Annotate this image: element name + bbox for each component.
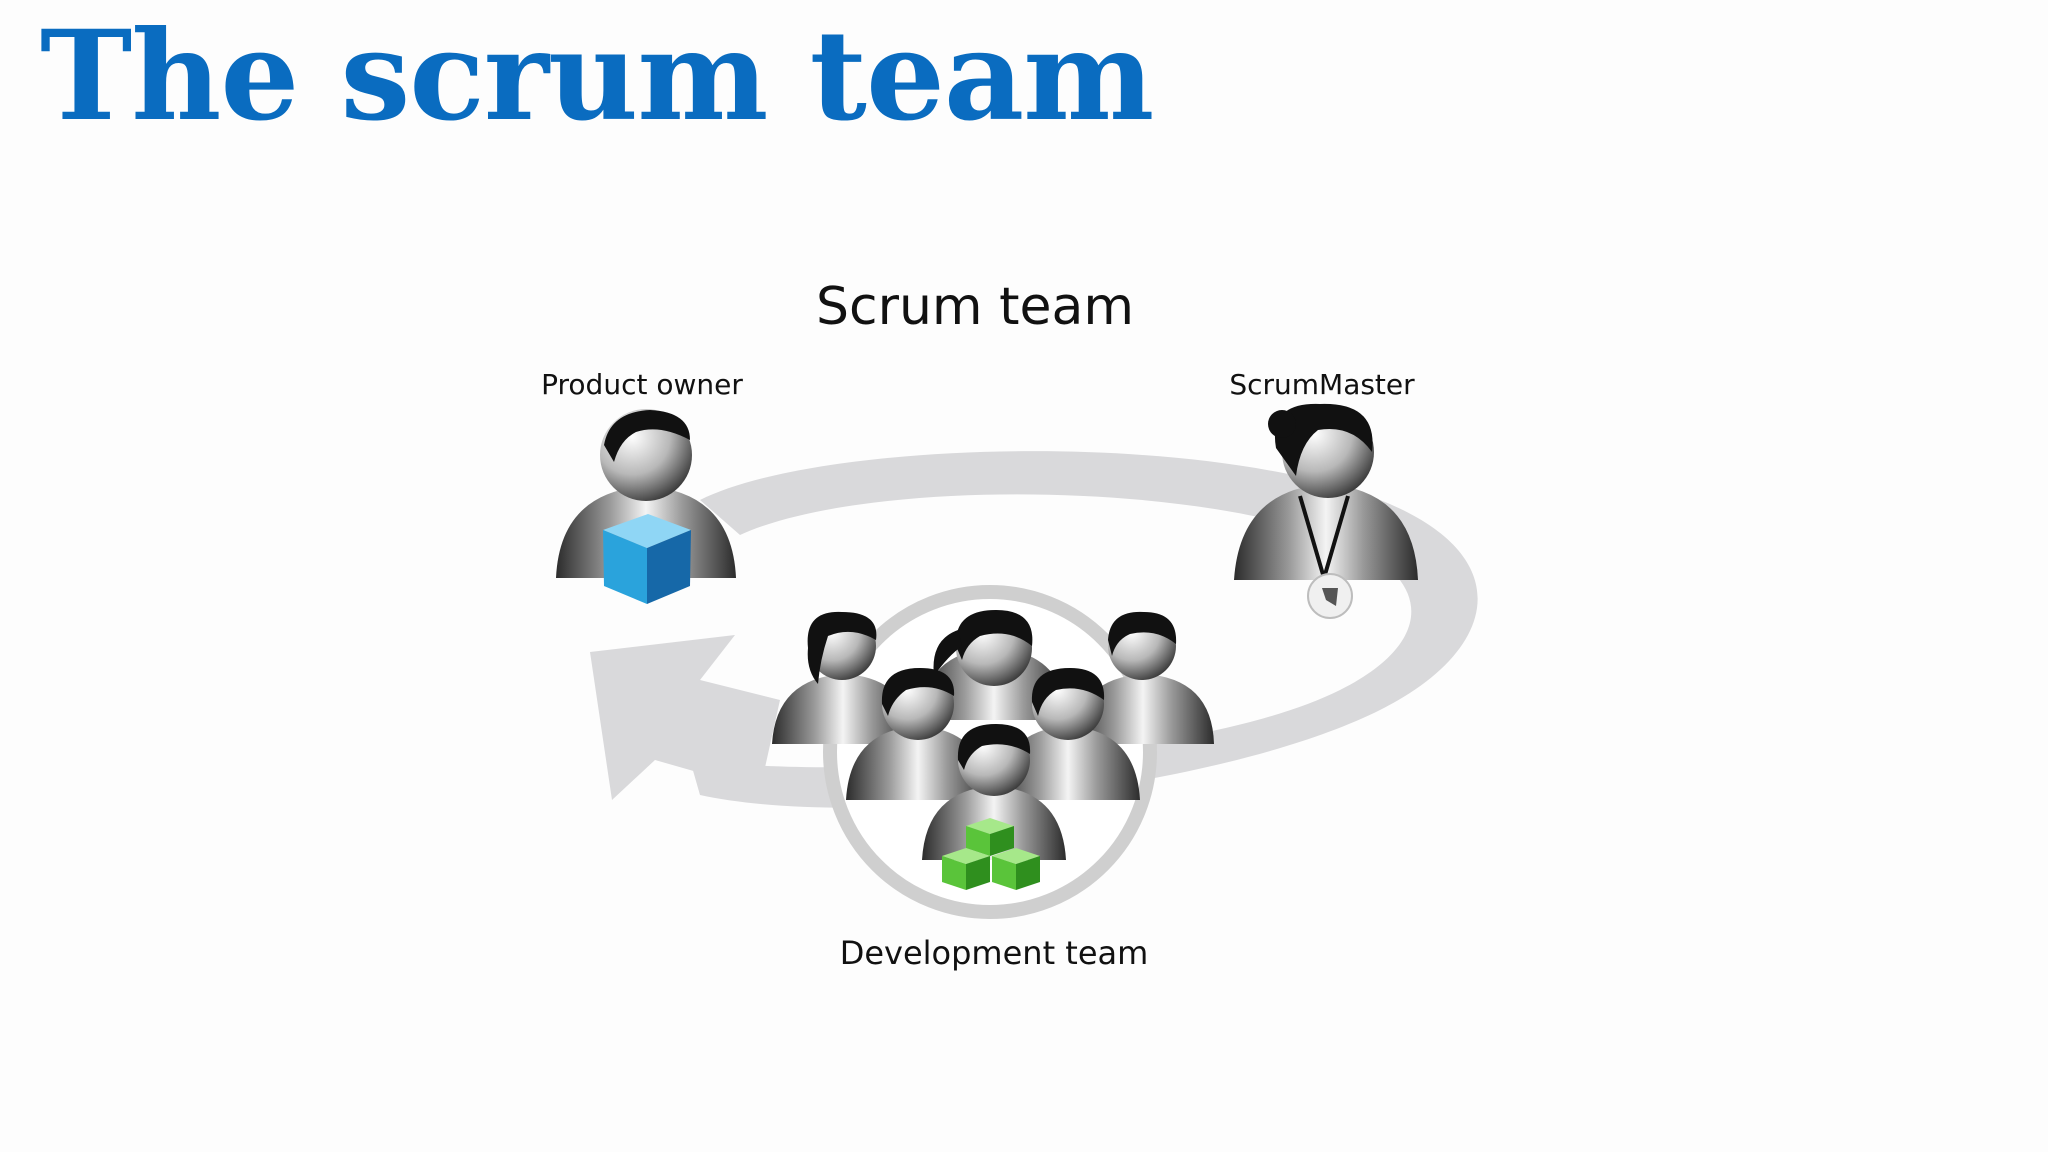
cycle-arrow-icon: [590, 451, 1478, 808]
product-owner-hair-icon: [604, 410, 690, 462]
development-team-label: Development team: [840, 934, 1149, 972]
team-member: [996, 668, 1140, 800]
diagram-heading: Scrum team: [816, 277, 1134, 337]
cycle-arrowhead-icon: [590, 635, 780, 800]
blue-cube-icon: [603, 514, 691, 604]
cycle-arrow-ring: [690, 451, 1478, 808]
scrum-master-figure: ScrumMaster: [1229, 368, 1418, 619]
team-member: [772, 611, 914, 744]
slide-title: The scrum team: [40, 4, 1154, 149]
team-member: [920, 610, 1068, 720]
scrum-master-label: ScrumMaster: [1229, 368, 1415, 401]
scrum-master-body: [1234, 484, 1418, 580]
product-owner-label: Product owner: [541, 368, 743, 401]
whistle-icon: [1307, 573, 1353, 619]
team-member: [846, 668, 990, 800]
scrum-master-hair-icon: [1274, 403, 1373, 476]
green-cubes-icon: [942, 818, 1040, 890]
team-member: [1072, 611, 1214, 744]
development-team-figure: Development team: [772, 585, 1214, 972]
product-owner-figure: Product owner: [541, 368, 743, 604]
